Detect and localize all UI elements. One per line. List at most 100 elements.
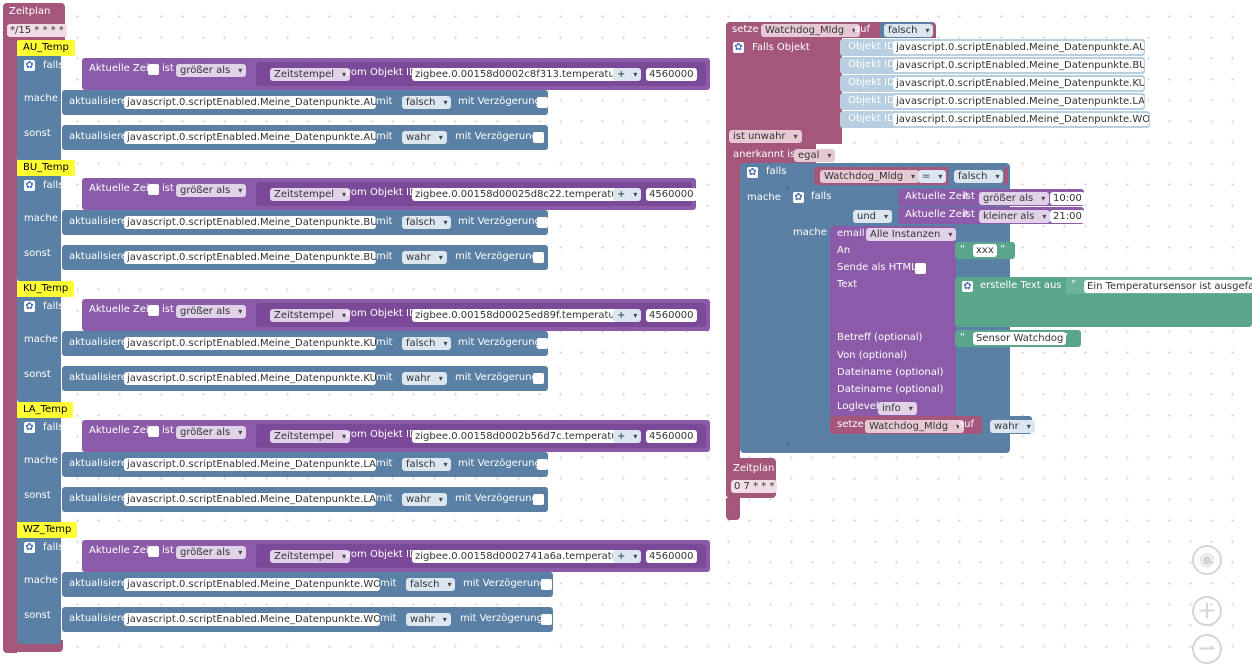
delay-checkbox[interactable]: [537, 338, 548, 349]
value-dropdown[interactable]: falsch: [402, 96, 452, 109]
und-dropdown[interactable]: und: [853, 210, 893, 223]
gear-icon[interactable]: ✿: [962, 281, 973, 292]
value-dropdown[interactable]: falsch: [402, 458, 452, 471]
betreff-text-field[interactable]: Sensor Watchdog: [973, 332, 1067, 345]
offset-field[interactable]: 4560000: [646, 188, 697, 201]
gear-icon[interactable]: ✿: [747, 167, 758, 178]
object-id-field[interactable]: javascript.0.scriptEnabled.Meine_Datenpu…: [893, 113, 1149, 126]
group-label[interactable]: LA_Temp: [17, 402, 74, 418]
center-icon[interactable]: ◉: [1192, 545, 1222, 575]
target-field[interactable]: javascript.0.scriptEnabled.Meine_Datenpu…: [124, 458, 376, 471]
gear-icon[interactable]: ✿: [24, 301, 35, 312]
plus-op-dropdown[interactable]: +: [613, 68, 642, 81]
target-field[interactable]: javascript.0.scriptEnabled.Meine_Datenpu…: [124, 216, 376, 229]
time-checkbox[interactable]: [148, 426, 159, 437]
delay-checkbox[interactable]: [533, 252, 544, 263]
time-checkbox[interactable]: [148, 64, 159, 75]
value-dropdown[interactable]: falsch: [402, 337, 452, 350]
compare-op-dropdown[interactable]: größer als: [176, 184, 247, 197]
value-dropdown[interactable]: wahr: [402, 251, 447, 264]
group-label[interactable]: KU_Temp: [17, 281, 75, 297]
object-id-field[interactable]: zigbee.0.00158d0002c8f313.temperature: [412, 68, 628, 81]
group-label[interactable]: AU_Temp: [17, 40, 75, 56]
gear-icon[interactable]: ✿: [793, 192, 804, 203]
offset-field[interactable]: 4560000: [646, 430, 697, 443]
left-cron-field[interactable]: */15 * * * *: [7, 24, 67, 37]
gear-icon[interactable]: ✿: [24, 180, 35, 191]
value-dropdown[interactable]: wahr: [402, 131, 447, 144]
compare-op-dropdown[interactable]: größer als: [176, 64, 247, 77]
html-checkbox[interactable]: [915, 263, 926, 274]
compare-value-dropdown[interactable]: falsch: [954, 170, 1004, 183]
compare-op-dropdown[interactable]: größer als: [176, 426, 247, 439]
delay-checkbox[interactable]: [537, 459, 548, 470]
target-field[interactable]: javascript.0.scriptEnabled.Meine_Datenpu…: [124, 251, 376, 264]
object-id-field[interactable]: zigbee.0.00158d00025ed89f.temperature: [412, 309, 628, 322]
compare-operator-dropdown[interactable]: =: [918, 170, 947, 183]
text-join-field[interactable]: Ein Temperatursensor ist ausgefallen: [1084, 280, 1252, 293]
group-label[interactable]: WZ_Temp: [17, 522, 78, 538]
group-label[interactable]: BU_Temp: [17, 160, 75, 176]
if-block[interactable]: [17, 418, 61, 524]
delay-checkbox[interactable]: [537, 97, 548, 108]
time-to-field[interactable]: 21:00: [1050, 210, 1085, 223]
target-field[interactable]: javascript.0.scriptEnabled.Meine_Datenpu…: [124, 131, 376, 144]
gear-icon[interactable]: ✿: [24, 422, 35, 433]
if-block[interactable]: [17, 538, 61, 644]
value-dropdown[interactable]: wahr: [402, 493, 447, 506]
setze-true-value-dropdown[interactable]: wahr: [990, 420, 1035, 433]
gear-icon[interactable]: ✿: [24, 542, 35, 553]
plus-op-dropdown[interactable]: +: [613, 550, 642, 563]
object-id-field[interactable]: zigbee.0.00158d00025d8c22.temperature: [412, 188, 631, 201]
zoom-in-icon[interactable]: +: [1192, 596, 1222, 626]
time-checkbox[interactable]: [148, 546, 159, 557]
target-field[interactable]: javascript.0.scriptEnabled.Meine_Datenpu…: [124, 613, 380, 626]
an-text-field[interactable]: xxx: [973, 244, 997, 257]
compare-variable-dropdown[interactable]: Watchdog_Mldg: [820, 170, 920, 183]
ist-unwahr-dropdown[interactable]: ist unwahr: [729, 130, 802, 143]
anerkannt-dropdown[interactable]: egal: [794, 149, 836, 162]
object-id-field[interactable]: zigbee.0.00158d0002b56d7c.temperature: [412, 430, 631, 443]
delay-checkbox[interactable]: [541, 579, 552, 590]
setze-value-dropdown[interactable]: falsch: [884, 24, 934, 37]
object-id-field[interactable]: javascript.0.scriptEnabled.Meine_Datenpu…: [893, 41, 1144, 54]
offset-field[interactable]: 4560000: [646, 550, 697, 563]
value-dropdown[interactable]: wahr: [402, 372, 447, 385]
gear-icon[interactable]: ✿: [24, 60, 35, 71]
delay-checkbox[interactable]: [533, 494, 544, 505]
plus-op-dropdown[interactable]: +: [613, 188, 642, 201]
delay-checkbox[interactable]: [541, 614, 552, 625]
timestamp-dropdown[interactable]: Zeitstempel: [270, 430, 351, 443]
object-id-field[interactable]: javascript.0.scriptEnabled.Meine_Datenpu…: [893, 77, 1144, 90]
value-dropdown[interactable]: wahr: [406, 613, 451, 626]
delay-checkbox[interactable]: [533, 373, 544, 384]
setze-variable-dropdown[interactable]: Watchdog_Mldg: [761, 24, 861, 37]
target-field[interactable]: javascript.0.scriptEnabled.Meine_Datenpu…: [124, 493, 376, 506]
object-id-field[interactable]: javascript.0.scriptEnabled.Meine_Datenpu…: [893, 59, 1144, 72]
time-checkbox[interactable]: [148, 305, 159, 316]
offset-field[interactable]: 4560000: [646, 309, 697, 322]
timestamp-dropdown[interactable]: Zeitstempel: [270, 309, 351, 322]
object-id-field[interactable]: zigbee.0.00158d0002741a6a.temperature: [412, 550, 632, 563]
object-id-field[interactable]: javascript.0.scriptEnabled.Meine_Datenpu…: [893, 95, 1144, 108]
setze-true-variable-dropdown[interactable]: Watchdog_Mldg: [865, 420, 965, 433]
left-schedule-block[interactable]: [3, 3, 17, 653]
loglevel-dropdown[interactable]: info: [878, 402, 917, 415]
plus-op-dropdown[interactable]: +: [613, 309, 642, 322]
email-instance-dropdown[interactable]: Alle Instanzen: [866, 228, 957, 241]
offset-field[interactable]: 4560000: [646, 68, 697, 81]
value-dropdown[interactable]: falsch: [406, 578, 456, 591]
zoom-out-icon[interactable]: −: [1192, 634, 1222, 664]
if-block[interactable]: [17, 297, 61, 403]
time-op-to-dropdown[interactable]: kleiner als: [979, 210, 1051, 223]
falls-objekt-block[interactable]: [726, 38, 842, 144]
if-block[interactable]: [17, 56, 61, 162]
compare-op-dropdown[interactable]: größer als: [176, 305, 247, 318]
right-cron-field[interactable]: 0 7 * * *: [731, 480, 778, 493]
if-block[interactable]: [17, 176, 61, 282]
plus-op-dropdown[interactable]: +: [613, 430, 642, 443]
target-field[interactable]: javascript.0.scriptEnabled.Meine_Datenpu…: [124, 578, 380, 591]
delay-checkbox[interactable]: [533, 132, 544, 143]
target-field[interactable]: javascript.0.scriptEnabled.Meine_Datenpu…: [124, 372, 376, 385]
timestamp-dropdown[interactable]: Zeitstempel: [270, 188, 351, 201]
